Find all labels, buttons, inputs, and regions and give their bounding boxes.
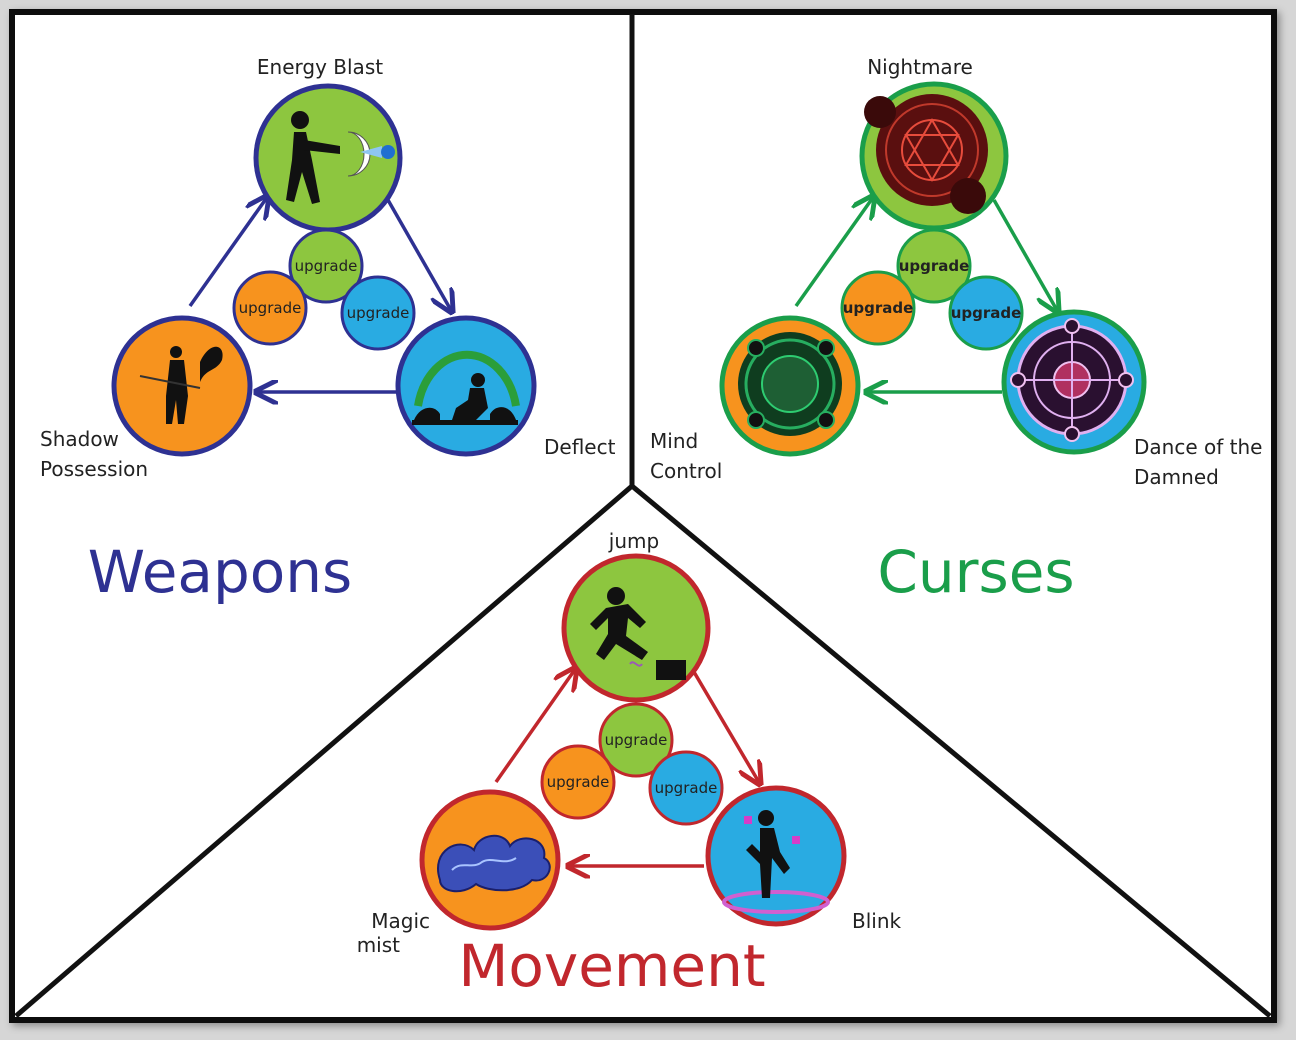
curses-left-label-line2: Control [650,459,722,483]
curses-title: Curses [877,538,1074,606]
curses-right-label-line1: Dance of the [1134,435,1262,459]
weapons-upgrade-right-label: upgrade [347,304,410,322]
weapons-left-label-line1: Shadow [40,427,119,451]
frame [12,12,1274,1020]
curses-top-label: Nightmare [867,55,973,79]
movement-top-node[interactable] [564,556,708,700]
curses-right-label-line2: Damned [1134,465,1219,489]
movement-left-label-line2: mist [357,933,400,957]
curses-upgrade-left-label: upgrade [843,299,914,317]
mind-control-sigil-icon [738,332,842,436]
weapons-upgrade-top-label: upgrade [295,257,358,275]
weapons-upgrade-left-label: upgrade [239,299,302,317]
movement-title: Movement [458,932,765,1000]
weapons-left-label-line2: Possession [40,457,148,481]
weapons-top-node[interactable] [256,86,400,230]
movement-upgrade-right-label: upgrade [655,779,718,797]
curses-left-label-line1: Mind [650,429,698,453]
curses-upgrade-right-label: upgrade [951,304,1022,322]
movement-upgrade-left-label: upgrade [547,773,610,791]
weapons-title: Weapons [88,538,352,606]
weapons-top-label: Energy Blast [257,55,383,79]
curses-upgrade-top-label: upgrade [899,257,970,275]
movement-left-label-line1: Magic [371,909,430,933]
weapons-right-label: Deflect [544,435,616,459]
movement-top-label: jump [608,529,659,553]
movement-right-label: Blink [852,909,902,933]
movement-upgrade-top-label: upgrade [605,731,668,749]
